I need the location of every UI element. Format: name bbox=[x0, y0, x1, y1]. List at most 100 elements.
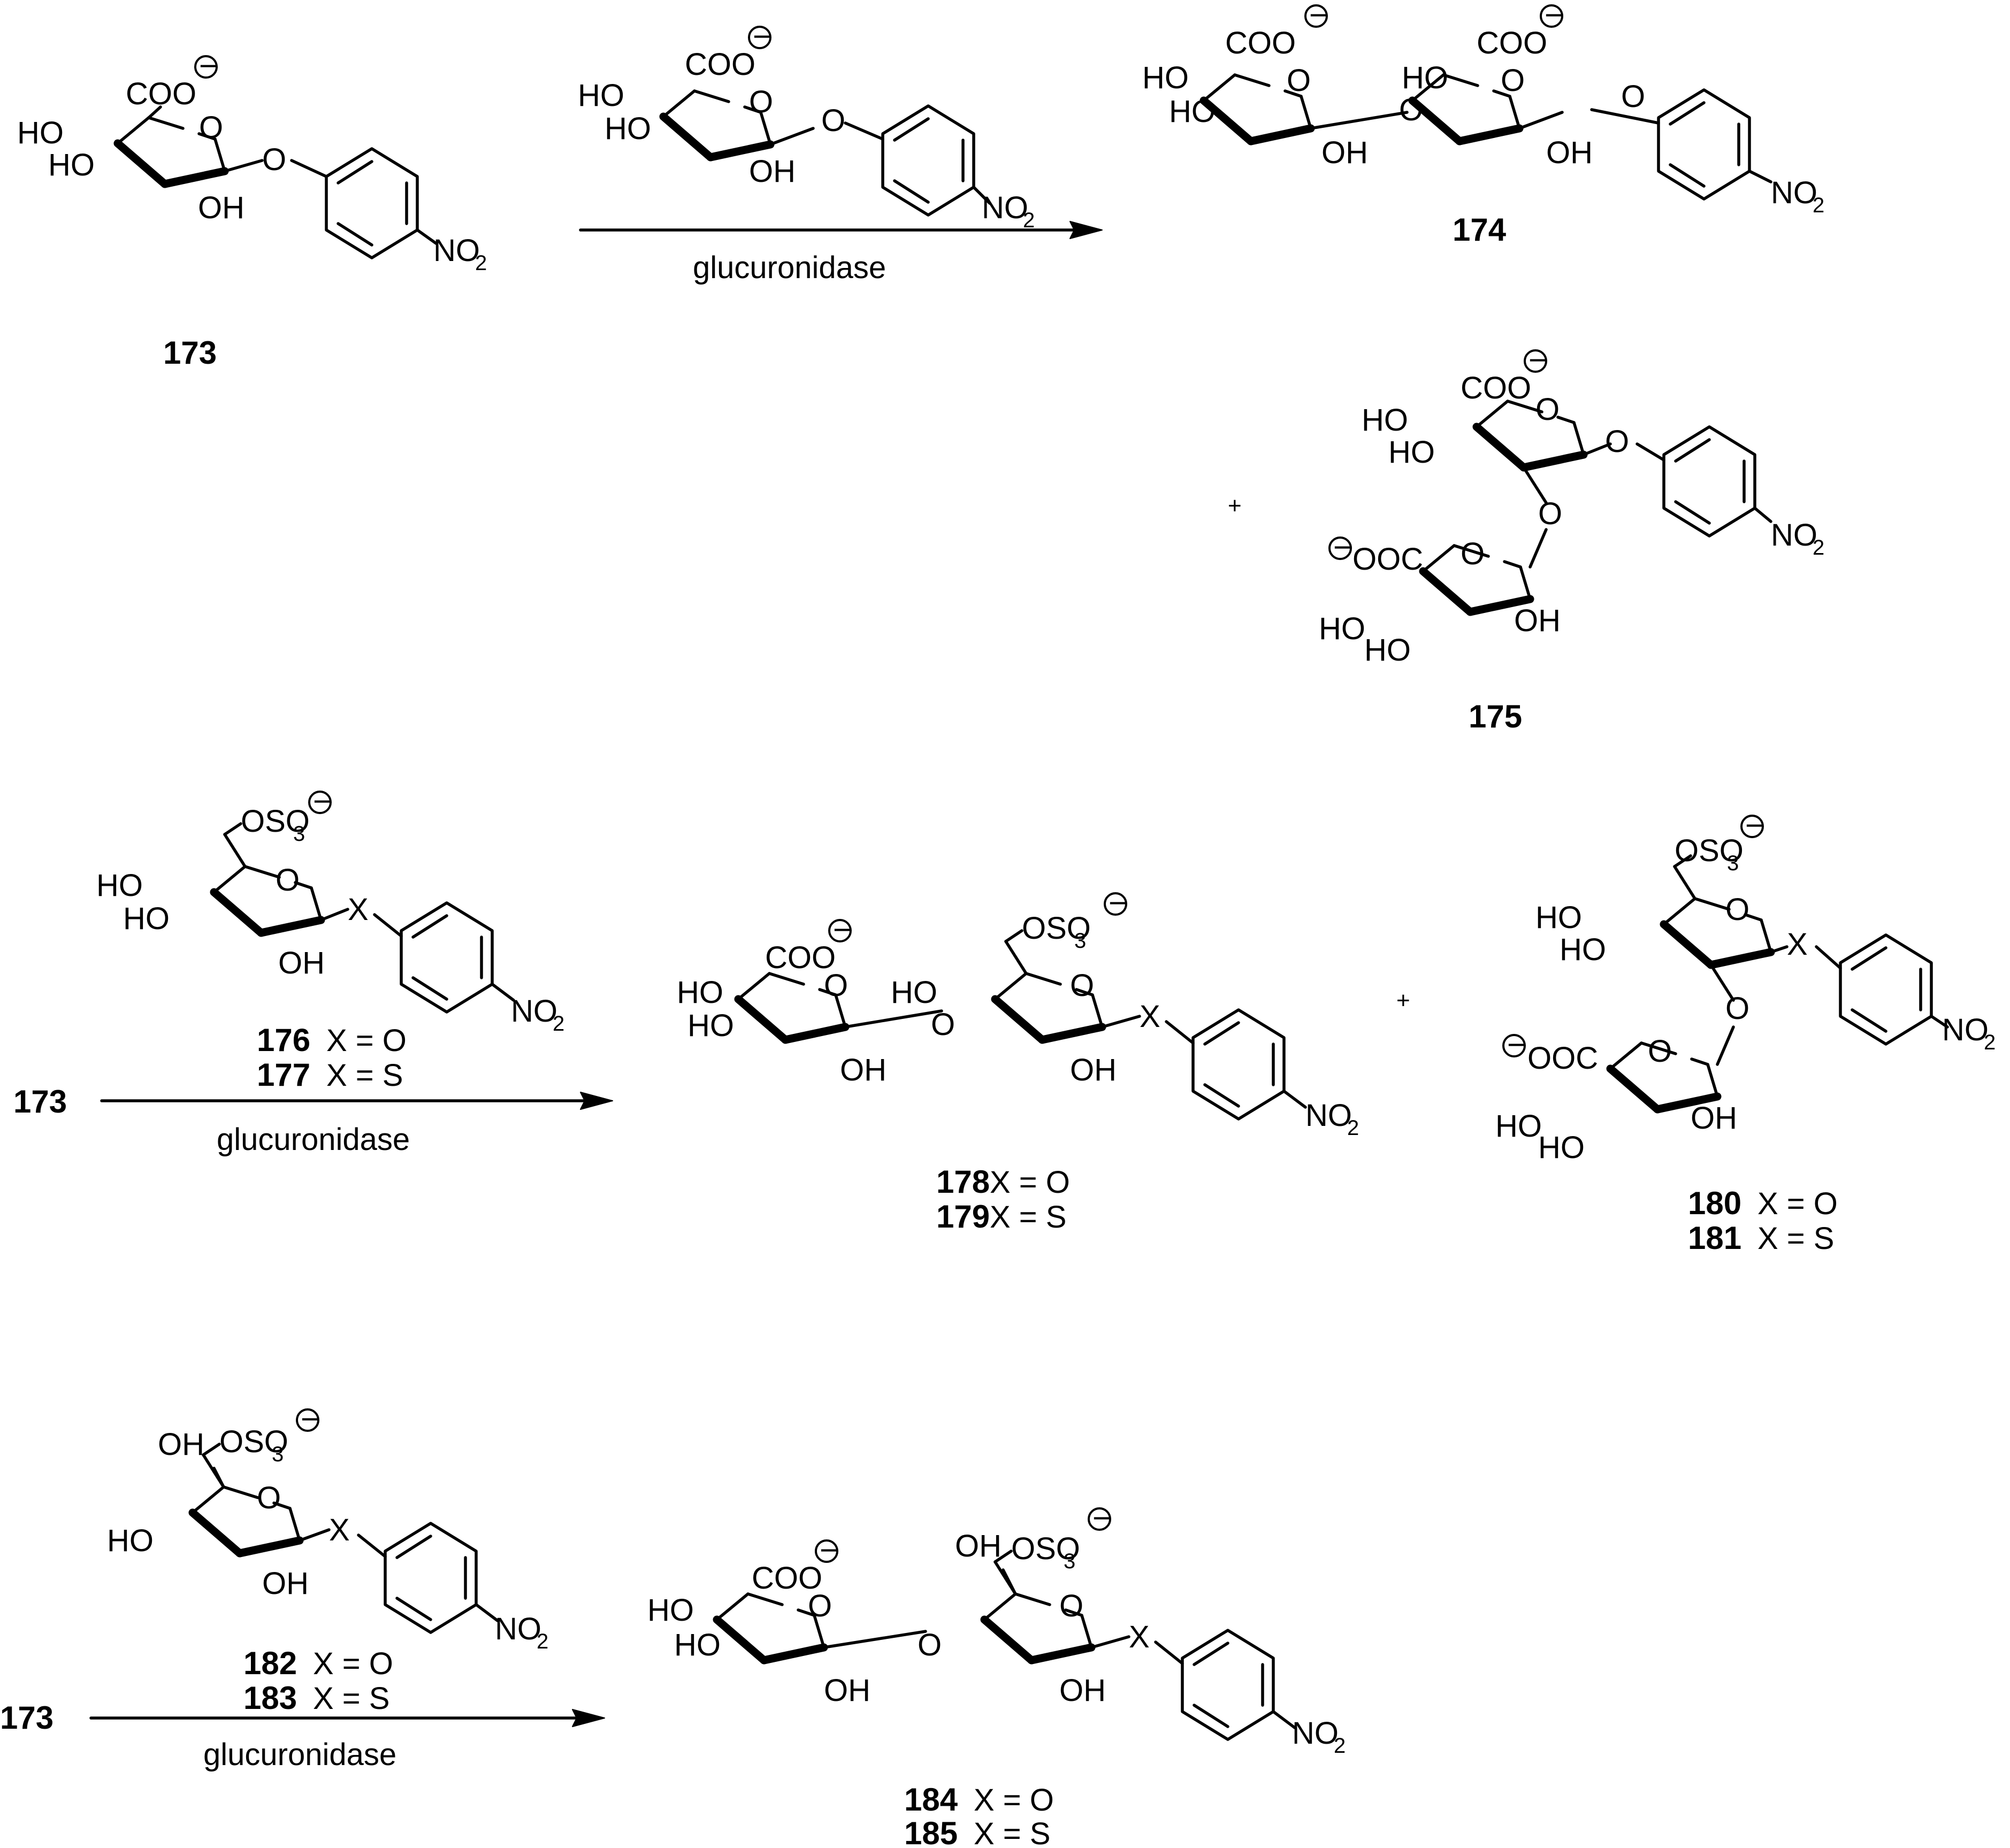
label-ring-O: O bbox=[1725, 892, 1749, 927]
label-ring-O: O bbox=[1070, 968, 1094, 1003]
compound-180-181: OSO 3 − HO HO O X O NO 2 − OOC O OH HO H… bbox=[1495, 808, 1996, 1256]
label-glycosidic-O: O bbox=[918, 1628, 942, 1662]
charge-minus bbox=[1304, 4, 1328, 28]
x-definition: X = O bbox=[974, 1783, 1054, 1818]
compound-173: HO HO OH COO − O O NO 2 173 bbox=[17, 49, 487, 371]
charge-minus-sign: − bbox=[313, 784, 331, 819]
label-sub-3: 3 bbox=[272, 1443, 284, 1466]
charge-minus-sign: − bbox=[1333, 530, 1351, 565]
label-OH: OH bbox=[158, 1427, 204, 1462]
x-definition: X = S bbox=[990, 1200, 1066, 1234]
label-sub-2: 2 bbox=[1023, 209, 1035, 232]
charge-minus-sign: − bbox=[1528, 343, 1547, 378]
label-OSO: OSO bbox=[1011, 1531, 1080, 1566]
label-HO: HO bbox=[1538, 1130, 1585, 1165]
label-sub-2: 2 bbox=[537, 1630, 548, 1653]
label-OSO: OSO bbox=[1022, 911, 1091, 946]
label-HO: HO bbox=[96, 868, 143, 903]
label-ring-O: O bbox=[808, 1589, 832, 1623]
label-sub-3: 3 bbox=[1727, 852, 1739, 875]
compound-182-183: OH OSO 3 − HO OH O X NO 2 182 X = O 183 … bbox=[107, 1402, 548, 1716]
label-glycosidic-O: O bbox=[1605, 424, 1629, 459]
charge-minus-sign: − bbox=[1309, 0, 1327, 33]
compound-number: 179 bbox=[936, 1199, 990, 1234]
label-COO: COO bbox=[126, 76, 196, 111]
label-HO: HO bbox=[1142, 60, 1189, 95]
label-sub-2: 2 bbox=[1813, 536, 1824, 559]
label-X: X bbox=[1787, 927, 1808, 962]
charge-minus-sign: − bbox=[1092, 1501, 1111, 1536]
label-ring-O: O bbox=[1461, 536, 1485, 571]
compound-number: 176 bbox=[257, 1022, 310, 1058]
label-OSO: OSO bbox=[1675, 833, 1744, 868]
label-NO2: NO bbox=[1771, 175, 1817, 210]
label-NO2: NO bbox=[495, 1612, 541, 1646]
compound-number: 174 bbox=[1453, 212, 1507, 248]
plus-sign: + bbox=[1228, 493, 1242, 519]
label-HO: HO bbox=[1535, 900, 1582, 935]
label-NO2: NO bbox=[1942, 1013, 1989, 1047]
label-HO: HO bbox=[687, 1008, 734, 1043]
compound-number: 183 bbox=[243, 1680, 297, 1716]
label-X: X bbox=[329, 1513, 350, 1547]
label-HO: HO bbox=[17, 116, 64, 150]
x-definition: X = O bbox=[326, 1023, 407, 1058]
compound-number: 178 bbox=[936, 1164, 990, 1200]
compound-174: HO HO OH COO − O O HO OH COO − O O NO 2 … bbox=[1142, 0, 1824, 248]
label-OOC: OOC bbox=[1352, 542, 1423, 577]
label-NO2: NO bbox=[1292, 1716, 1339, 1751]
label-OH: OH bbox=[824, 1673, 870, 1708]
label-HO: HO bbox=[1364, 633, 1411, 668]
label-OH: OH bbox=[1059, 1673, 1106, 1708]
label-NO2: NO bbox=[433, 233, 480, 268]
charge-minus bbox=[1328, 536, 1352, 560]
label-glycosidic-O: O bbox=[262, 142, 286, 177]
label-OH: OH bbox=[1321, 135, 1368, 170]
charge-minus bbox=[194, 55, 218, 79]
charge-minus-sign: − bbox=[199, 49, 217, 83]
compound-184-185: HO HO OH COO − O O OH OSO 3 − O OH X NO … bbox=[647, 1501, 1346, 1848]
label-COO: COO bbox=[752, 1561, 822, 1596]
compound-number: 182 bbox=[243, 1645, 297, 1681]
compound-number: 184 bbox=[904, 1782, 958, 1818]
enzyme-label: glucuronidase bbox=[203, 1737, 396, 1772]
label-sub-2: 2 bbox=[1334, 1734, 1346, 1758]
charge-minus bbox=[828, 919, 852, 942]
label-HO: HO bbox=[578, 78, 624, 113]
charge-minus bbox=[1088, 1507, 1111, 1531]
label-ring-O: O bbox=[749, 85, 773, 119]
label-OH: OH bbox=[1070, 1053, 1117, 1087]
charge-minus bbox=[308, 791, 332, 814]
label-X: X bbox=[1140, 999, 1160, 1034]
label-OH: OH bbox=[1514, 603, 1561, 638]
label-HO: HO bbox=[107, 1523, 154, 1558]
label-ring-O: O bbox=[1287, 63, 1311, 98]
label-ring-O: O bbox=[824, 968, 848, 1003]
label-OH: OH bbox=[1546, 135, 1593, 170]
label-COO: COO bbox=[1477, 26, 1547, 60]
charge-minus-sign: − bbox=[1507, 1027, 1525, 1062]
x-definition: X = O bbox=[313, 1646, 393, 1681]
label-sub-3: 3 bbox=[293, 822, 305, 846]
label-HO: HO bbox=[1319, 611, 1365, 646]
label-sub-2: 2 bbox=[475, 251, 487, 275]
label-sub-2: 2 bbox=[553, 1012, 564, 1036]
label-ring-O: O bbox=[199, 110, 223, 145]
charge-minus bbox=[1540, 4, 1563, 28]
enzyme-label: glucuronidase bbox=[217, 1122, 410, 1157]
plus-sign: + bbox=[1396, 987, 1410, 1014]
label-ring-O: O bbox=[1535, 392, 1560, 427]
label-COO: COO bbox=[1461, 371, 1531, 405]
label-NO2: NO bbox=[1305, 1098, 1352, 1133]
label-OH: OH bbox=[262, 1566, 309, 1601]
x-definition: X = O bbox=[1757, 1186, 1838, 1221]
label-HO: HO bbox=[891, 975, 937, 1010]
label-OSO: OSO bbox=[219, 1424, 288, 1459]
label-ring-O: O bbox=[257, 1481, 281, 1515]
x-definition: X = S bbox=[1757, 1221, 1834, 1256]
label-HO: HO bbox=[674, 1628, 721, 1662]
compound-number: 175 bbox=[1469, 699, 1522, 734]
label-HO: HO bbox=[1495, 1109, 1542, 1144]
compound-number: 185 bbox=[904, 1815, 958, 1848]
